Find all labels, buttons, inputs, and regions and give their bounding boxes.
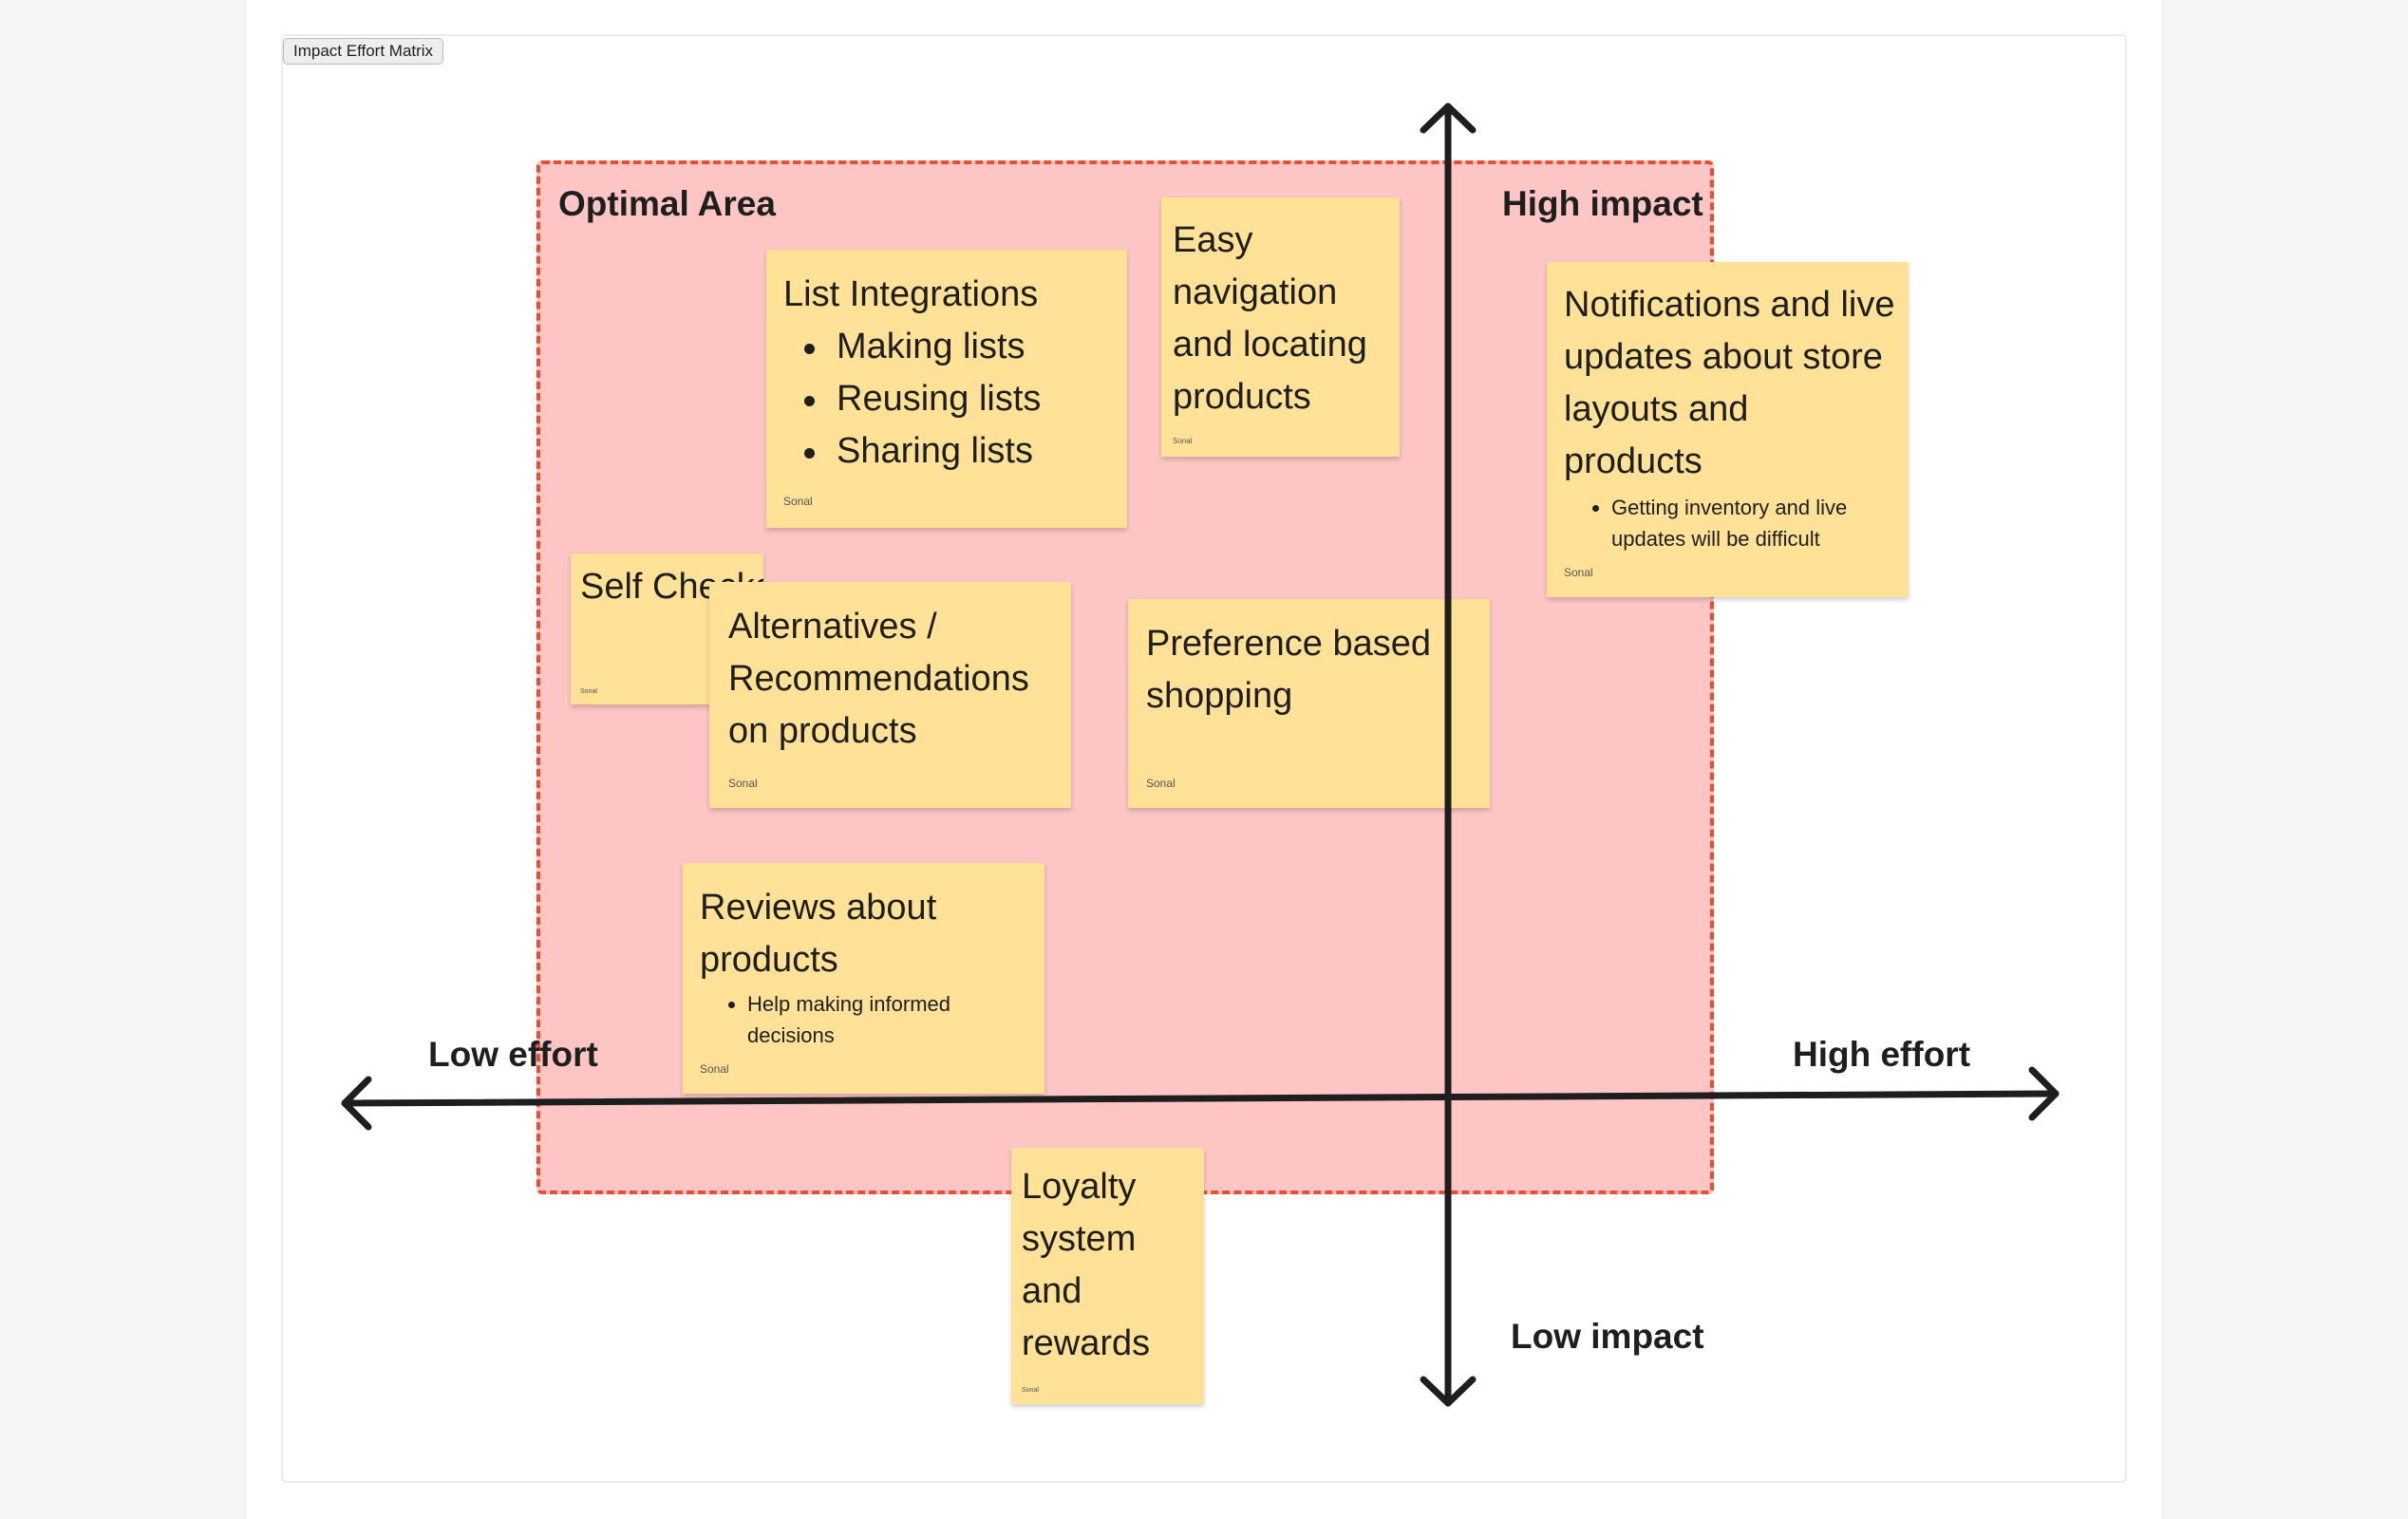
horizontal-effort-axis[interactable]: [341, 1090, 2060, 1107]
sticky-title: Reviews about products: [700, 888, 937, 980]
sticky-bullet-list: Making lists Reusing lists Sharing lists: [783, 321, 1127, 478]
sticky-author: Sonal: [1564, 566, 1593, 579]
sticky-title: Preference based shopping: [1146, 624, 1431, 716]
sticky-author: Sonal: [783, 495, 813, 508]
sticky-bullet-list: Help making informed decisions: [700, 988, 1031, 1051]
high-impact-label[interactable]: High impact: [1502, 184, 1703, 223]
sticky-author: Sonal: [1022, 1387, 1039, 1394]
arrow-left-icon: [341, 1076, 372, 1131]
list-item: Getting inventory and live updates will …: [1564, 492, 1895, 554]
sticky-loyalty[interactable]: Loyalty system and rewards Sonal: [1011, 1148, 1204, 1404]
sticky-preference[interactable]: Preference based shopping Sonal: [1128, 599, 1490, 808]
list-item: Sharing lists: [783, 425, 1127, 478]
sticky-easy-navigation[interactable]: Easy navigation and locating products So…: [1161, 197, 1400, 457]
sticky-alternatives[interactable]: Alternatives / Recommendations on produc…: [709, 582, 1071, 808]
arrow-down-icon: [1420, 1376, 1477, 1407]
low-impact-label[interactable]: Low impact: [1511, 1317, 1704, 1356]
sticky-bullet-list: Getting inventory and live updates will …: [1564, 492, 1895, 554]
arrow-right-icon: [2028, 1066, 2060, 1121]
sticky-list-integrations[interactable]: List Integrations Making lists Reusing l…: [766, 250, 1127, 528]
list-item: Help making informed decisions: [700, 988, 1031, 1051]
sticky-title: List Integrations: [783, 274, 1039, 314]
sticky-author: Sonal: [728, 777, 758, 790]
list-item: Making lists: [783, 321, 1127, 373]
sticky-reviews[interactable]: Reviews about products Help making infor…: [683, 863, 1044, 1094]
sticky-author: Sonal: [580, 688, 597, 695]
list-item: Reusing lists: [783, 373, 1127, 425]
sticky-title: Alternatives / Recommendations on produc…: [728, 607, 1029, 751]
sticky-title: Notifications and live updates about sto…: [1564, 285, 1895, 481]
sticky-author: Sonal: [700, 1062, 729, 1076]
sticky-title: Easy navigation and locating products: [1173, 220, 1367, 417]
sticky-author: Sonal: [1146, 777, 1176, 790]
optimal-area-label[interactable]: Optimal Area: [558, 184, 776, 223]
high-effort-label[interactable]: High effort: [1793, 1035, 1971, 1074]
frame-label[interactable]: Impact Effort Matrix: [283, 38, 444, 65]
arrow-up-icon: [1420, 103, 1477, 134]
low-effort-label[interactable]: Low effort: [428, 1035, 598, 1074]
sticky-title: Loyalty system and rewards: [1022, 1167, 1151, 1363]
sticky-author: Sonal: [1173, 437, 1193, 445]
sticky-notifications[interactable]: Notifications and live updates about sto…: [1547, 262, 1909, 597]
